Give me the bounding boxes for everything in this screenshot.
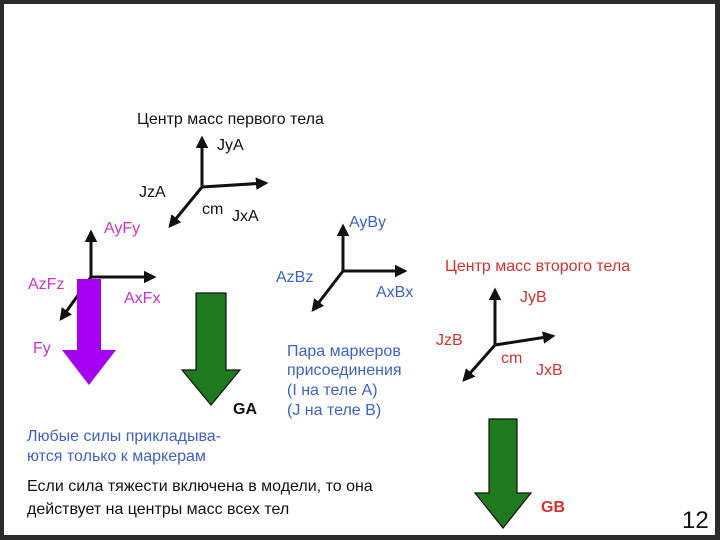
marker-pair-axis-z	[311, 270, 345, 312]
body-b-axis-x	[494, 331, 556, 347]
force-marker-axis-z-label: AzFz	[28, 276, 64, 293]
body-a-cm-label: cm	[202, 201, 223, 218]
forces-note: Любые силы прикладыва- ются только к мар…	[27, 428, 221, 465]
body-b-title: Центр масс второго тела	[445, 258, 630, 275]
gravity-arrow-a	[180, 292, 242, 406]
gravity-b-label: GB	[541, 499, 565, 516]
force-label: Fy	[33, 340, 51, 357]
force-marker-axis-x-label: AxFx	[124, 290, 160, 307]
body-b-frame	[462, 287, 556, 382]
marker-pair-caption: Пара маркеров присоединения (I на теле A…	[287, 343, 402, 419]
diagram-canvas: Центр масс первого тела JyA JzA cm JxA A…	[27, 111, 709, 534]
gravity-note: Если сила тяжести включена в модели, то …	[27, 478, 373, 518]
body-b-axis-z	[462, 344, 497, 382]
body-b-axis-z-label: JzB	[436, 332, 463, 349]
body-a-axis-x-label: JxA	[232, 208, 259, 225]
body-a-title: Центр масс первого тела	[137, 111, 324, 128]
body-a-frame	[168, 135, 269, 228]
marker-pair-axis-z-label: AzBz	[276, 269, 313, 286]
gravity-note-line: Если сила тяжести включена в модели, то …	[27, 478, 373, 495]
forces-note-line: ются только к маркерам	[27, 448, 206, 465]
marker-pair-axis-y-label: AyBy	[349, 214, 386, 231]
body-a-axis-z	[168, 186, 204, 228]
body-a-axis-x	[201, 177, 269, 190]
marker-pair-caption-line: (I на теле A)	[287, 382, 378, 399]
forces-note-line: Любые силы прикладыва-	[27, 428, 221, 445]
slide: Центр масс первого тела JyA JzA cm JxA A…	[4, 4, 715, 535]
marker-pair-axis-x-label: AxBx	[376, 284, 413, 301]
gravity-arrow-b	[473, 418, 533, 529]
body-a-axis-y-label: JyA	[217, 137, 244, 154]
page-number: 12	[682, 507, 709, 534]
body-b-cm-label: cm	[501, 350, 522, 367]
gravity-a-label: GA	[233, 401, 257, 418]
gravity-note-line: действует на центры масс всех тел	[27, 501, 289, 518]
marker-pair-caption-line: (J на теле B)	[287, 402, 381, 419]
body-b-axis-y-label: JyB	[520, 289, 547, 306]
marker-pair-caption-line: присоединения	[287, 362, 402, 379]
body-a-axis-z-label: JzA	[139, 184, 166, 201]
marker-pair-caption-line: Пара маркеров	[287, 343, 401, 360]
force-marker-axis-y-label: AyFy	[104, 220, 140, 237]
body-b-axis-x-label: JxB	[536, 362, 563, 379]
force-arrow	[62, 279, 116, 385]
marker-pair-frame	[311, 223, 408, 312]
